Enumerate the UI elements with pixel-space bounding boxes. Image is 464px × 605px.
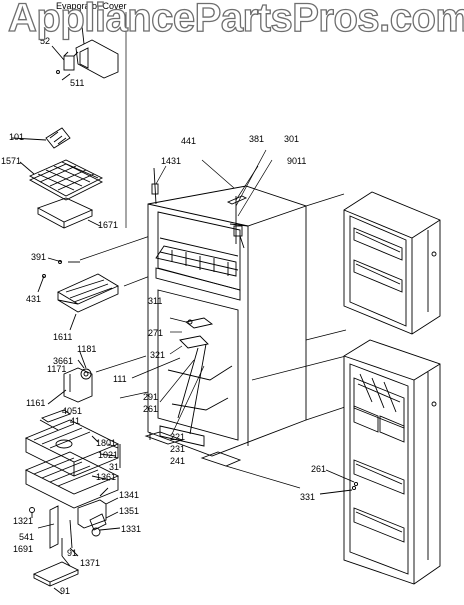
callout-label: 1181 xyxy=(77,344,96,354)
callout-label: 431 xyxy=(26,294,41,304)
heater-assembly xyxy=(77,487,121,537)
callout-label: 1611 xyxy=(53,332,72,342)
callout-label: 381 xyxy=(249,134,264,144)
callout-label: 231 xyxy=(170,444,185,454)
callout-label: 321 xyxy=(150,350,165,360)
drawing-linework xyxy=(11,7,441,595)
callout-label: 261 xyxy=(311,464,326,474)
freezer-door xyxy=(343,191,441,335)
callout-label: 441 xyxy=(181,136,196,146)
callout-label: 391 xyxy=(31,252,46,262)
wire-shelf-1571 xyxy=(19,159,104,201)
callout-label: 101 xyxy=(9,132,24,142)
callout-label: 41 xyxy=(70,416,80,426)
callout-label: 1021 xyxy=(98,450,118,460)
callout-labels: Evaporator Cover 52 511 101 1571 1671 39… xyxy=(1,1,326,596)
callout-label: 1361 xyxy=(96,472,116,482)
callout-label: 261 xyxy=(143,404,158,414)
callout-label: 31 xyxy=(109,462,119,472)
callout-label: 91 xyxy=(60,586,70,596)
callout-label: 3661 xyxy=(53,356,73,366)
callout-label: 301 xyxy=(284,134,299,144)
callout-label: 541 xyxy=(19,532,34,542)
callout-label: 1691 xyxy=(13,544,33,554)
callout-label: 1801 xyxy=(96,438,116,448)
callout-label: 1331 xyxy=(121,524,141,534)
callout-label: 311 xyxy=(148,296,162,306)
callout-label: 1161 xyxy=(26,398,45,408)
evaporator-cover-part xyxy=(51,7,119,81)
callout-label: 4051 xyxy=(62,406,82,416)
callout-label: 1371 xyxy=(80,558,100,568)
lower-parts xyxy=(29,505,79,567)
refrigerator-cabinet xyxy=(144,167,307,467)
drain-tray-1371 xyxy=(32,561,80,595)
callout-label: 91 xyxy=(67,548,77,558)
callout-label: 9011 xyxy=(287,156,306,166)
evaporator-fan-housing xyxy=(24,409,121,509)
bracket-1611 xyxy=(57,273,119,331)
callout-label: 1671 xyxy=(98,220,118,230)
callout-label: 1341 xyxy=(119,490,139,500)
fresh-food-door xyxy=(343,339,441,585)
callout-label: 1321 xyxy=(13,516,33,526)
callout-label: 291 xyxy=(143,392,158,402)
callout-label: 511 xyxy=(70,78,84,88)
drawer-bin-1671 xyxy=(36,197,101,229)
callout-label: 1351 xyxy=(119,506,139,516)
callout-label: 1431 xyxy=(161,156,181,166)
watermark-logo: AppliancePartsPros.com xyxy=(7,0,464,41)
part-391-431 xyxy=(37,257,80,293)
callout-label: 331 xyxy=(300,492,315,502)
callout-label: 241 xyxy=(170,456,185,466)
callout-label: 271 xyxy=(148,328,163,338)
small-shelf-101 xyxy=(11,127,71,149)
callout-label: 221 xyxy=(170,432,185,442)
callout-label: 1571 xyxy=(1,156,21,166)
callout-label: 111 xyxy=(113,374,127,384)
evaporator-cover-heading: Evaporator Cover xyxy=(56,1,127,11)
callout-label: 1171 xyxy=(47,364,66,374)
damper-assembly xyxy=(47,351,93,405)
callout-label: 52 xyxy=(40,36,50,46)
